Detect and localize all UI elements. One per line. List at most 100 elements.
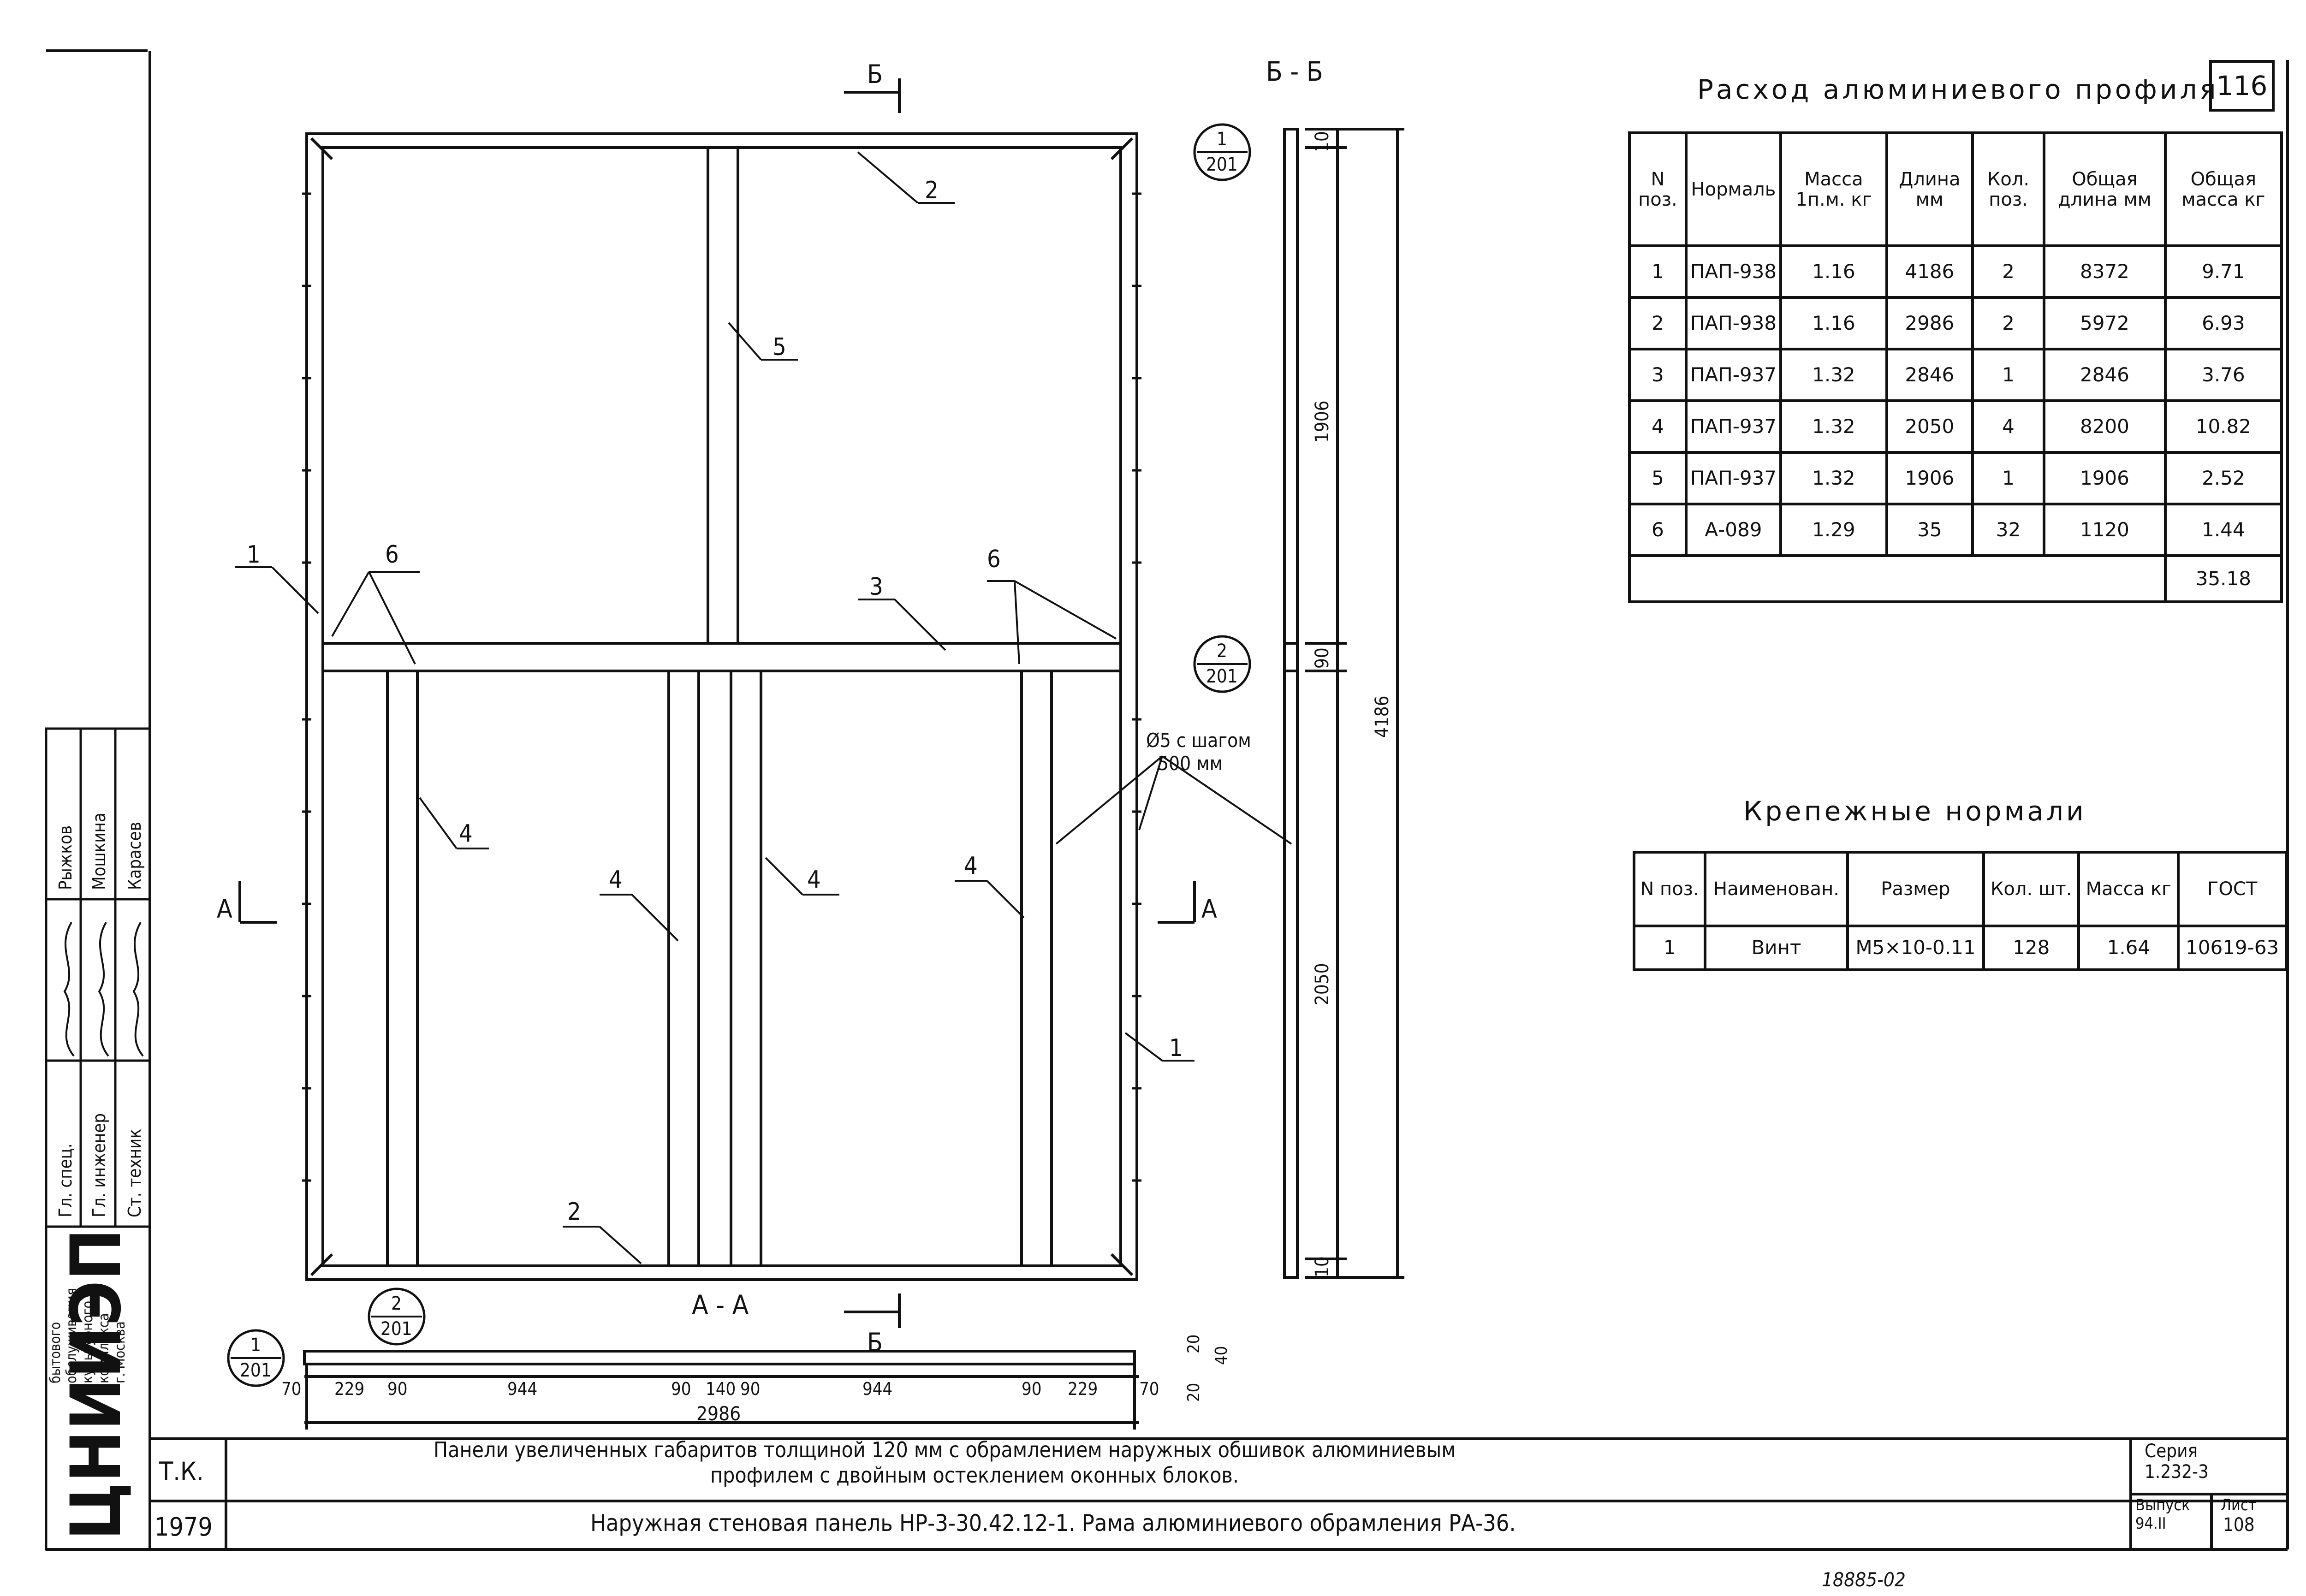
table-cell: 2846 [2043,348,2167,402]
table-cell: ПАП-937 [1684,451,1783,505]
table-cell: 2 [1971,244,2046,299]
section-bb-title: Б - Б [1266,56,1323,87]
signature-3 [132,921,144,1057]
dim-90: 90 [1312,647,1333,669]
table-cell: 3 [1628,348,1688,402]
table-cell: 1.16 [1779,296,1888,350]
label-pos-3: 3 [869,573,883,601]
table-cell: 6 [1628,503,1688,557]
table-cell: 4186 [1885,244,1974,299]
table-cell: 1906 [2043,451,2167,505]
callout-2-num: 2 [1217,641,1227,662]
dim-1906: 1906 [1312,400,1333,443]
table-cell: ПАП-937 [1684,348,1783,402]
sheet-value: 108 [2223,1514,2255,1536]
profile-header-total-length: Общая длина мм [2043,131,2167,247]
dim-b-6: 90 [740,1379,761,1399]
stamp-name-3: Карасев [125,822,145,890]
callout-2-den: 201 [1206,666,1238,687]
table-cell: 2 [1628,296,1688,350]
table-cell: 5972 [2043,296,2167,350]
fastener-header-pos: N поз. [1632,851,1707,927]
table-row: N поз. Нормаль Масса 1п.м. кг Длина мм К… [1628,131,2283,247]
title-year: 1979 [155,1512,213,1542]
table-cell: 8200 [2043,399,2167,454]
table-cell: А-089 [1684,503,1783,557]
callout-1-bottom-num: 1 [250,1335,261,1356]
table-cell: 6.93 [2163,296,2283,350]
profile-header-qty: Кол. поз. [1971,131,2046,247]
dim-2050: 2050 [1312,963,1333,1005]
dim-r-c: 20 [1184,1383,1203,1402]
label-pos-4-b: 4 [609,866,623,894]
sheet-label: Лист [2221,1496,2257,1514]
series-value: 1.232-3 [2145,1461,2209,1483]
dim-b-0: 70 [281,1379,302,1399]
callout-1-bottom-den: 201 [240,1360,272,1381]
callout-2-bottom-num: 2 [391,1293,402,1314]
hole-note-line-1: Ø5 с шагом [1146,729,1251,752]
label-pos-2-bottom: 2 [567,1198,581,1226]
table-cell: ПАП-937 [1684,399,1783,454]
table-cell: 3.76 [2163,348,2283,402]
section-mark-b-top: Б [867,59,883,89]
stamp-org-line-3: обслуживания [64,1288,80,1383]
stamp-role-1: Гл. спец. [55,1143,76,1217]
table-cell: 1.64 [2077,925,2180,971]
title-code: Т.К. [159,1457,204,1486]
table-cell: 5 [1628,451,1688,505]
screw-ticks [302,192,1141,1182]
section-labels: Б Б А А А - А Б - Б [217,56,1323,1357]
table-cell: 4 [1628,399,1688,454]
fastener-header-mass: Масса кг [2077,851,2180,927]
section-aa-profile [303,1350,1139,1430]
profile-header-mass: Масса 1п.м. кг [1779,131,1888,247]
table-cell: ПАП-938 [1684,244,1783,299]
title-line-1: Панели увеличенных габаритов толщиной 12… [434,1437,1456,1462]
issue-value: 94.II [2135,1514,2166,1533]
section-aa-dims: 70 229 90 944 90 140 90 944 90 229 70 29… [281,1335,1231,1425]
position-leaders [235,151,1292,1264]
callout-circles: 1 201 2 201 1 201 2 201 [227,123,1251,1387]
stamp-org-line-7: г. Москва [112,1321,128,1383]
table-cell: 1.32 [1779,451,1888,505]
label-pos-6-left: 6 [385,541,399,569]
table-cell: ПАП-938 [1684,296,1783,350]
table-cell: 10619-63 [2177,925,2288,971]
table-cell: 1120 [2043,503,2167,557]
table-cell: 1 [1971,348,2046,402]
dim-b-4: 90 [671,1379,691,1399]
label-pos-1-right: 1 [1169,1034,1183,1062]
dim-top-10: 10 [1312,131,1333,152]
stamp-role-2: Гл. инженер [89,1113,109,1217]
dim-bottom-10: 10 [1312,1256,1333,1277]
title-block: Т.К. 1979 Панели увеличенных габаритов т… [155,1437,2257,1591]
table-cell [1628,554,2167,603]
label-pos-1-left: 1 [247,541,261,569]
table-cell: 1.32 [1779,348,1888,402]
fastener-table: N поз. Наименован. Размер Кол. шт. Масса… [1632,851,2288,971]
approval-stamp [45,727,151,1551]
section-aa-title: А - А [692,1289,749,1321]
label-pos-4-a: 4 [459,820,473,848]
dim-b-1: 229 [334,1379,364,1399]
profile-total: 35.18 [2163,554,2283,603]
hole-note-line-2: 500 мм [1158,752,1223,775]
stamp-role-3: Ст. техник [125,1129,145,1217]
stamp-name-1: Рыжков [55,825,76,890]
table-cell: 1 [1632,925,1707,971]
profile-header-norm: Нормаль [1684,131,1783,247]
dim-b-3: 944 [507,1379,537,1399]
fastener-table-title: Крепежные нормали [1743,795,2086,827]
section-bb-profile [1283,128,1404,1279]
fastener-header-name: Наименован. [1704,851,1849,927]
table-cell: 1.32 [1779,399,1888,454]
table-cell: 32 [1971,503,2046,557]
title-line-2: профилем с двойным остеклением оконных б… [710,1463,1239,1488]
issue-label: Выпуск [2135,1496,2190,1514]
sheet-number: 116 [2209,60,2275,112]
